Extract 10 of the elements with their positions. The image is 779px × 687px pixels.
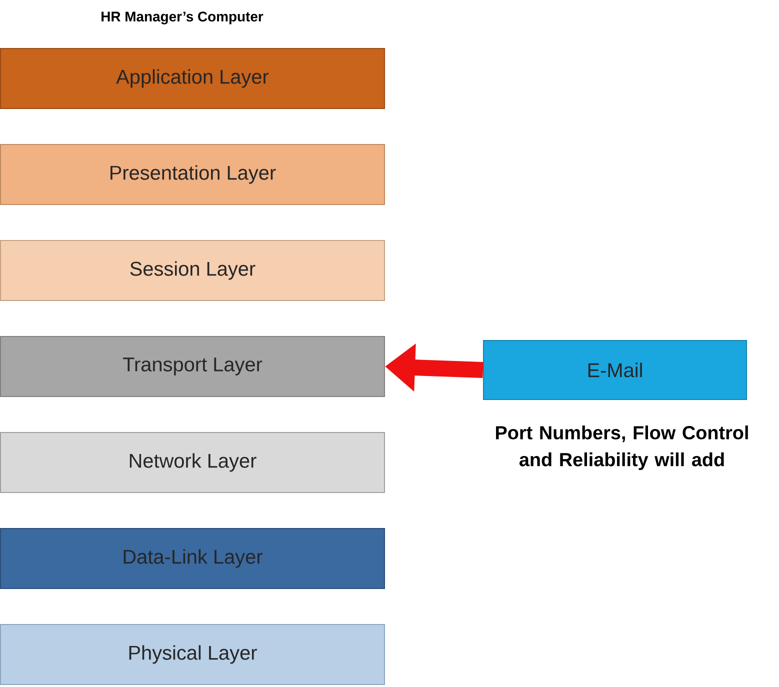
layer-box: Physical Layer [0, 624, 385, 685]
layer-box: Presentation Layer [0, 144, 385, 205]
layer-box: Transport Layer [0, 336, 385, 397]
layer-box: Data-Link Layer [0, 528, 385, 589]
title: HR Manager’s Computer [102, 12, 264, 24]
layer-box: E-Mail [483, 340, 747, 400]
layer-box: Session Layer [0, 240, 385, 301]
layer-box: Network Layer [0, 432, 385, 493]
note: Port Numbers, Flow Control and Reliability will add [496, 426, 748, 470]
layer-box: Application Layer [0, 48, 385, 109]
